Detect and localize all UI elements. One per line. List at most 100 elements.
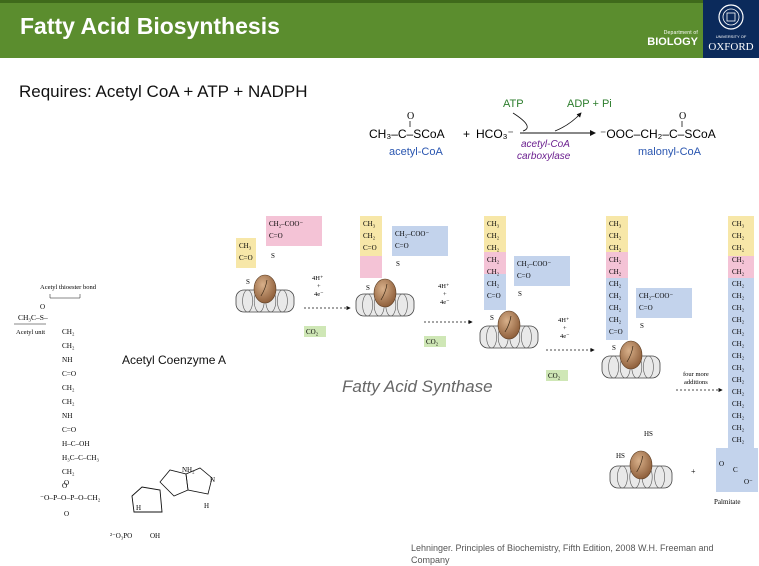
chain-atom: CH₂: [732, 352, 745, 360]
thioester-label: Acetyl thioester bond: [40, 284, 97, 291]
thiol-s: S: [490, 314, 494, 322]
chain-atom: CH₂: [732, 436, 745, 444]
palmitate-carbon: C: [733, 466, 738, 474]
university-name: OXFORD: [708, 41, 754, 53]
palmitate-label: Palmitate: [714, 498, 740, 506]
chain-atom: CH₂–COO⁻: [395, 230, 429, 238]
chain-atom: C=O: [269, 232, 283, 240]
acetyl-unit-label: Acetyl unit: [16, 329, 45, 336]
chain-atom: CH₂: [609, 304, 622, 312]
requires-text: Requires: Acetyl CoA + ATP + NADPH: [19, 82, 308, 101]
reaction-reactant-oxygen: O: [407, 111, 414, 122]
reducing-h: 4H⁺: [312, 275, 324, 282]
free-thiol-sh: HS: [616, 452, 625, 460]
chain-atom: C=O: [395, 242, 409, 250]
coa-chain-atom: CH₂: [62, 328, 75, 336]
chain-atom: CH₂: [732, 364, 745, 372]
acetyl-group: CH₃C–S–: [18, 313, 48, 322]
thiol-s: S: [246, 278, 250, 286]
chain-atom: CH₂: [732, 400, 745, 408]
co2-label: CO₂: [548, 372, 561, 380]
thiol-s: S: [612, 344, 616, 352]
chain-atom: CH₂: [732, 232, 745, 240]
coa-chain-atom: O: [62, 482, 67, 490]
chain-atom: CH₃: [239, 242, 252, 250]
reaction-bicarbonate: HCO₃⁻: [476, 127, 514, 141]
thiol-s: S: [518, 290, 522, 298]
oxford-logo: UNIVERSITY OF OXFORD: [703, 0, 759, 58]
chain-atom: CH₂: [487, 244, 500, 252]
chain-atom: CH₂: [732, 256, 745, 264]
reducing-plus: +: [443, 291, 447, 298]
reducing-h: 4H⁺: [438, 283, 450, 290]
chain-atom: CH₂: [609, 256, 622, 264]
thiol-s: S: [366, 284, 370, 292]
reducing-e: 4e⁻: [314, 291, 324, 298]
chain-atom: CH₂: [732, 388, 745, 396]
reaction-enzyme-line2: carboxylase: [517, 151, 571, 162]
reducing-e: 4e⁻: [440, 299, 450, 306]
acp-barrel-stage3: [479, 310, 539, 349]
reaction-product: ⁻OOC–CH₂–C–SCoA: [600, 127, 716, 141]
chain-atom: CH₃: [363, 220, 376, 228]
adenine-nh2: NH₂: [182, 466, 195, 474]
thiol-s: S: [640, 322, 644, 330]
oxford-crest-icon: [718, 4, 744, 30]
department-logo: Department of BIOLOGY: [642, 30, 698, 48]
final-plus: +: [691, 467, 696, 476]
chain-atom: CH₂: [732, 412, 745, 420]
chain-atom: C=O: [363, 244, 377, 252]
acp-barrel-stage2: [355, 278, 415, 317]
chain-atom: C=O: [639, 304, 653, 312]
coa-chain-atom: CH₂: [62, 468, 75, 476]
palmitate-oxygen: O: [719, 460, 724, 468]
slide-title: Fatty Acid Biosynthesis: [20, 13, 280, 39]
university-small-text: UNIVERSITY OF: [715, 34, 747, 39]
acetyl-coa-caption: Acetyl Coenzyme A: [122, 353, 227, 367]
reaction-enzyme-line1: acetyl-CoA: [521, 139, 570, 150]
header-bar: Fatty Acid Biosynthesis Department of BI…: [0, 0, 759, 58]
reducing-plus: +: [317, 283, 321, 290]
chain-atom: CH₂: [609, 268, 622, 276]
coa-chain-atom: CH₂: [62, 384, 75, 392]
chain-atom: CH₂–COO⁻: [639, 292, 673, 300]
ribose-phosphate: ²⁻O₃PO: [110, 532, 132, 540]
reducing-h: 4H⁺: [558, 317, 570, 324]
ribose-oh: OH: [150, 532, 160, 540]
reaction-product-label: malonyl-CoA: [638, 146, 702, 158]
chain-atom: C=O: [517, 272, 531, 280]
acp-barrel-stage1: [235, 274, 295, 313]
adenine-h: H: [204, 502, 209, 510]
chain-atom: CH₂–COO⁻: [517, 260, 551, 268]
acp-barrel-free: [609, 450, 673, 489]
reaction-plus: +: [463, 127, 470, 141]
chain-atom: CH₃: [487, 220, 500, 228]
chain-atom: CH₂: [487, 280, 500, 288]
chain-atom: CH₂: [609, 316, 622, 324]
chain-atom: CH₂: [487, 256, 500, 264]
fatty-acid-synthase-caption: Fatty Acid Synthase: [342, 377, 493, 396]
chain-atom: CH₂: [609, 292, 622, 300]
citation: Lehninger. Principles of Biochemistry, F…: [411, 543, 714, 565]
chain-atom: CH₂: [732, 340, 745, 348]
free-thiol-hs: HS: [644, 430, 653, 438]
reaction-adp: ADP + Pi: [567, 98, 612, 110]
chain-atom: CH₂: [487, 268, 500, 276]
chain-atom: CH₂: [609, 232, 622, 240]
phosphate-group: ⁻O–P–O–P–O–CH₂: [40, 493, 101, 502]
chain-atom: CH₂–COO⁻: [269, 220, 303, 228]
synthase-stages: CH₃C=OCH₂–COO⁻C=OSS4H⁺+4e⁻CO₂CH₃CH₂C=OCH…: [235, 216, 758, 492]
coa-chain-atom: CH₂: [62, 342, 75, 350]
adenine-n: N: [210, 476, 215, 484]
coa-chain-atom: NH: [62, 356, 72, 364]
coa-chain-atom: C=O: [62, 370, 76, 378]
chain-atom: C=O: [609, 328, 623, 336]
ribose-h: H: [136, 504, 141, 512]
phosphate-o-top: O: [64, 479, 69, 487]
co2-label: CO₂: [426, 338, 439, 346]
chain-atom: CH₂: [363, 232, 376, 240]
palmitate-oxygen-minus: O⁻: [744, 478, 753, 486]
coa-chain-atom: NH: [62, 412, 72, 420]
department-name: BIOLOGY: [647, 36, 698, 48]
chain-atom: C=O: [487, 292, 501, 300]
